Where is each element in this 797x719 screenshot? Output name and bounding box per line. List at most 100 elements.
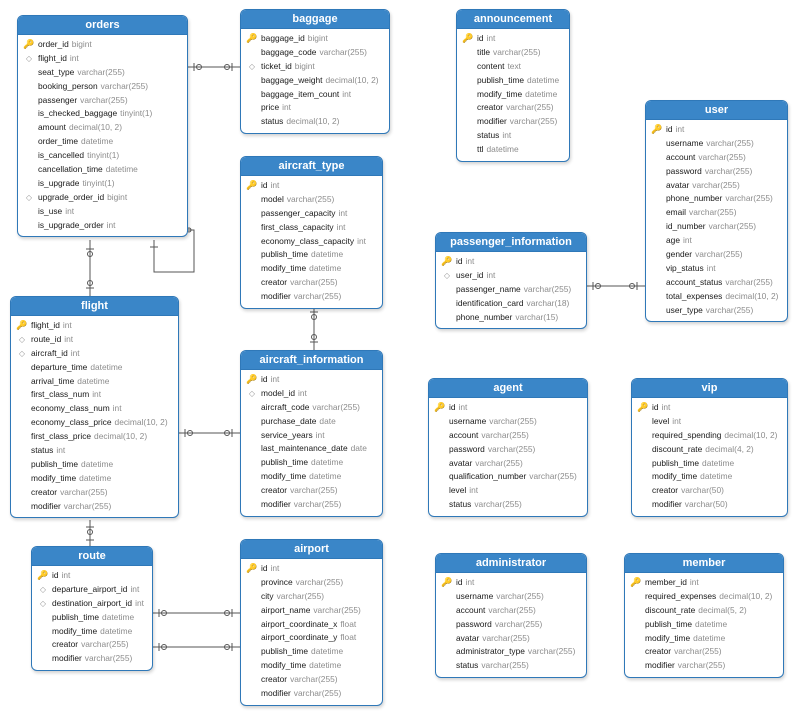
column-row[interactable]: publish_timedatetime bbox=[241, 248, 382, 262]
column-row[interactable]: publish_timedatetime bbox=[11, 458, 178, 472]
column-row[interactable]: baggage_codevarchar(255) bbox=[241, 46, 389, 60]
column-row[interactable]: accountvarchar(255) bbox=[436, 604, 586, 618]
column-row[interactable]: account_statusvarchar(255) bbox=[646, 276, 787, 290]
column-row[interactable]: 🔑baggage_idbigint bbox=[241, 32, 389, 46]
column-row[interactable]: contenttext bbox=[457, 60, 569, 74]
column-row[interactable]: is_useint bbox=[18, 205, 187, 219]
column-row[interactable]: statusdecimal(10, 2) bbox=[241, 115, 389, 129]
column-row[interactable]: vip_statusint bbox=[646, 262, 787, 276]
column-row[interactable]: ttldatetime bbox=[457, 143, 569, 157]
column-row[interactable]: passengervarchar(255) bbox=[18, 94, 187, 108]
column-row[interactable]: discount_ratedecimal(4, 2) bbox=[632, 443, 787, 457]
column-row[interactable]: user_typevarchar(255) bbox=[646, 304, 787, 318]
table-airport[interactable]: airport🔑idintprovincevarchar(255)cityvar… bbox=[240, 539, 383, 706]
column-row[interactable]: is_cancelledtinyint(1) bbox=[18, 149, 187, 163]
column-row[interactable]: service_yearsint bbox=[241, 429, 382, 443]
column-row[interactable]: economy_class_capacityint bbox=[241, 235, 382, 249]
column-row[interactable]: passenger_namevarchar(255) bbox=[436, 283, 586, 297]
column-row[interactable]: last_maintenance_datedate bbox=[241, 442, 382, 456]
column-row[interactable]: modifiervarchar(255) bbox=[457, 115, 569, 129]
column-row[interactable]: first_class_pricedecimal(10, 2) bbox=[11, 430, 178, 444]
table-vip[interactable]: vip🔑idintlevelintrequired_spendingdecima… bbox=[631, 378, 788, 518]
column-row[interactable]: 🔑order_idbigint bbox=[18, 38, 187, 52]
column-row[interactable]: avatarvarchar(255) bbox=[646, 179, 787, 193]
column-row[interactable]: passwordvarchar(255) bbox=[436, 618, 586, 632]
column-row[interactable]: 🔑idint bbox=[646, 123, 787, 137]
column-row[interactable]: arrival_timedatetime bbox=[11, 375, 178, 389]
column-row[interactable]: aircraft_codevarchar(255) bbox=[241, 401, 382, 415]
column-row[interactable]: 🔑flight_idint bbox=[11, 319, 178, 333]
table-passenger-information[interactable]: passenger_information🔑idint◇user_idintpa… bbox=[435, 232, 587, 330]
column-row[interactable]: ageint bbox=[646, 234, 787, 248]
column-row[interactable]: purchase_datedate bbox=[241, 415, 382, 429]
column-row[interactable]: publish_timedatetime bbox=[457, 74, 569, 88]
column-row[interactable]: statusint bbox=[457, 129, 569, 143]
column-row[interactable]: required_expensesdecimal(10, 2) bbox=[625, 590, 783, 604]
column-row[interactable]: administrator_typevarchar(255) bbox=[436, 645, 586, 659]
table-route[interactable]: route🔑idint◇departure_airport_idint◇dest… bbox=[31, 546, 153, 672]
column-row[interactable]: is_checked_baggagetinyint(1) bbox=[18, 107, 187, 121]
column-row[interactable]: phone_numbervarchar(15) bbox=[436, 311, 586, 325]
column-row[interactable]: ◇route_idint bbox=[11, 333, 178, 347]
column-row[interactable]: first_class_capacityint bbox=[241, 221, 382, 235]
column-row[interactable]: ◇user_idint bbox=[436, 269, 586, 283]
column-row[interactable]: avatarvarchar(255) bbox=[436, 632, 586, 646]
column-row[interactable]: airport_namevarchar(255) bbox=[241, 604, 382, 618]
column-row[interactable]: airport_coordinate_xfloat bbox=[241, 618, 382, 632]
column-row[interactable]: modifiervarchar(255) bbox=[241, 498, 382, 512]
column-row[interactable]: cancellation_timedatetime bbox=[18, 163, 187, 177]
column-row[interactable]: modify_timedatetime bbox=[632, 470, 787, 484]
table-user[interactable]: user🔑idintusernamevarchar(255)accountvar… bbox=[645, 100, 788, 323]
column-row[interactable]: creatorvarchar(255) bbox=[32, 638, 152, 652]
column-row[interactable]: 🔑idint bbox=[429, 401, 587, 415]
column-row[interactable]: 🔑idint bbox=[241, 373, 382, 387]
column-row[interactable]: modify_timedatetime bbox=[241, 470, 382, 484]
column-row[interactable]: required_spendingdecimal(10, 2) bbox=[632, 429, 787, 443]
column-row[interactable]: creatorvarchar(255) bbox=[625, 645, 783, 659]
column-row[interactable]: is_upgradetinyint(1) bbox=[18, 177, 187, 191]
column-row[interactable]: first_class_numint bbox=[11, 388, 178, 402]
column-row[interactable]: 🔑idint bbox=[241, 179, 382, 193]
column-row[interactable]: modify_timedatetime bbox=[457, 88, 569, 102]
column-row[interactable]: economy_class_numint bbox=[11, 402, 178, 416]
table-baggage[interactable]: baggage🔑baggage_idbigintbaggage_codevarc… bbox=[240, 9, 390, 135]
column-row[interactable]: baggage_weightdecimal(10, 2) bbox=[241, 74, 389, 88]
column-row[interactable]: titlevarchar(255) bbox=[457, 46, 569, 60]
column-row[interactable]: booking_personvarchar(255) bbox=[18, 80, 187, 94]
column-row[interactable]: creatorvarchar(255) bbox=[457, 101, 569, 115]
column-row[interactable]: 🔑member_idint bbox=[625, 576, 783, 590]
column-row[interactable]: passwordvarchar(255) bbox=[429, 443, 587, 457]
column-row[interactable]: publish_timedatetime bbox=[32, 611, 152, 625]
column-row[interactable]: modify_timedatetime bbox=[11, 472, 178, 486]
column-row[interactable]: statusvarchar(255) bbox=[436, 659, 586, 673]
column-row[interactable]: order_timedatetime bbox=[18, 135, 187, 149]
column-row[interactable]: modify_timedatetime bbox=[32, 625, 152, 639]
column-row[interactable]: ◇destination_airport_idint bbox=[32, 597, 152, 611]
column-row[interactable]: modifiervarchar(255) bbox=[625, 659, 783, 673]
column-row[interactable]: levelint bbox=[429, 484, 587, 498]
column-row[interactable]: ◇flight_idint bbox=[18, 52, 187, 66]
column-row[interactable]: baggage_item_countint bbox=[241, 88, 389, 102]
column-row[interactable]: emailvarchar(255) bbox=[646, 206, 787, 220]
column-row[interactable]: creatorvarchar(255) bbox=[11, 486, 178, 500]
column-row[interactable]: usernamevarchar(255) bbox=[429, 415, 587, 429]
column-row[interactable]: modifiervarchar(50) bbox=[632, 498, 787, 512]
column-row[interactable]: modelvarchar(255) bbox=[241, 193, 382, 207]
column-row[interactable]: avatarvarchar(255) bbox=[429, 457, 587, 471]
table-aircraft-information[interactable]: aircraft_information🔑idint◇model_idintai… bbox=[240, 350, 383, 517]
column-row[interactable]: economy_class_pricedecimal(10, 2) bbox=[11, 416, 178, 430]
column-row[interactable]: 🔑idint bbox=[241, 562, 382, 576]
column-row[interactable]: ◇upgrade_order_idbigint bbox=[18, 191, 187, 205]
column-row[interactable]: seat_typevarchar(255) bbox=[18, 66, 187, 80]
column-row[interactable]: 🔑idint bbox=[436, 255, 586, 269]
column-row[interactable]: ◇departure_airport_idint bbox=[32, 583, 152, 597]
column-row[interactable]: usernamevarchar(255) bbox=[436, 590, 586, 604]
column-row[interactable]: departure_timedatetime bbox=[11, 361, 178, 375]
column-row[interactable]: airport_coordinate_yfloat bbox=[241, 631, 382, 645]
column-row[interactable]: 🔑idint bbox=[32, 569, 152, 583]
column-row[interactable]: modifiervarchar(255) bbox=[241, 290, 382, 304]
column-row[interactable]: passenger_capacityint bbox=[241, 207, 382, 221]
column-row[interactable]: is_upgrade_orderint bbox=[18, 219, 187, 233]
column-row[interactable]: modify_timedatetime bbox=[241, 659, 382, 673]
column-row[interactable]: modify_timedatetime bbox=[625, 632, 783, 646]
